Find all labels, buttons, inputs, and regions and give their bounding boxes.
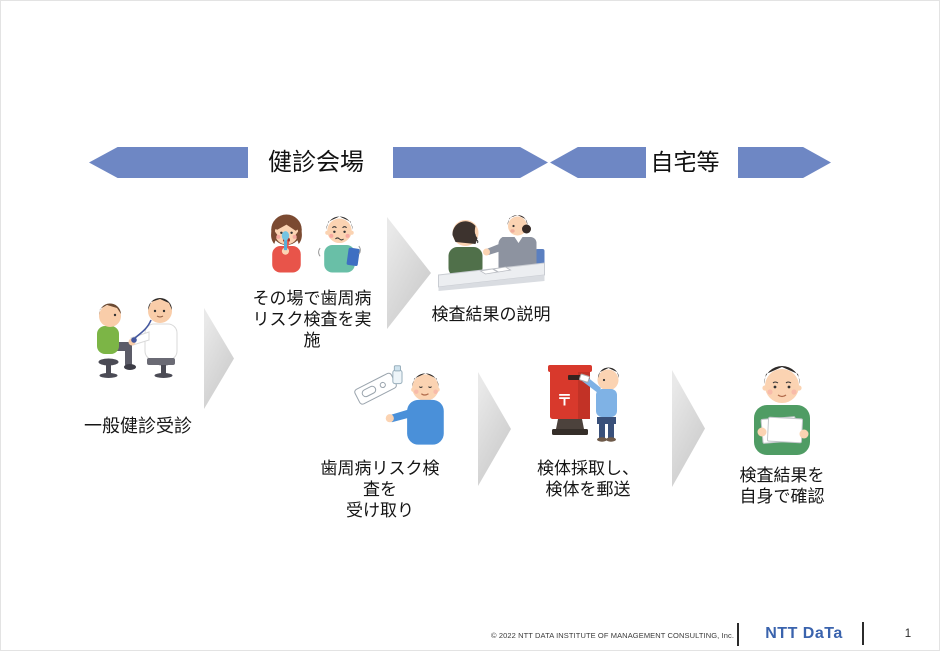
self-check-label: 検査結果を 自身で確認 [723, 465, 841, 507]
banner-arrow-mid-right [393, 147, 548, 178]
self-check-label-line1: 検査結果を [739, 466, 825, 485]
man-posting-sample-postbox-illustration: 〒 [544, 357, 636, 449]
onsite-test-label-line2: リスク検査を実施 [252, 310, 372, 350]
mail-sample-label-line2: 検体を郵送 [545, 480, 631, 499]
banner-venue-label: 健診会場 [268, 149, 364, 176]
staff-explaining-results-illustration [438, 211, 545, 291]
banner-home-label: 自宅等 [650, 149, 720, 175]
onsite-test-label: その場で歯周病 リスク検査を実施 [249, 288, 375, 351]
onsite-test-label-line1: その場で歯周病 [252, 289, 372, 308]
flow-arrow-icon [478, 372, 511, 486]
postal-mark-icon: 〒 [557, 392, 572, 409]
man-receiving-test-kit-illustration [345, 362, 457, 452]
banner-arrow-right-cap [738, 147, 831, 178]
banner-arrow-mid-left [550, 147, 646, 178]
page-number: 1 [904, 628, 912, 640]
receive-kit-label-line1: 歯周病リスク検査を [320, 459, 440, 499]
general-checkup-label: 一般健診受診 [84, 416, 192, 436]
doctor-examining-patient-illustration [89, 283, 189, 385]
flow-arrow-icon [387, 217, 431, 329]
man-reading-results-illustration [738, 355, 826, 463]
footer-divider [862, 622, 864, 645]
result-explanation-label: 検査結果の説明 [431, 305, 551, 324]
receive-kit-label-line2: 受け取り [346, 501, 414, 520]
receive-kit-label: 歯周病リスク検査を 受け取り [317, 458, 443, 521]
ntt-data-logo: NTT DaTa [765, 625, 843, 642]
mail-sample-label-line1: 検体採取し、 [537, 459, 639, 478]
footer-divider [737, 623, 739, 646]
flow-arrow-icon [672, 370, 705, 487]
banner-arrow-left-cap [89, 147, 248, 178]
copyright-text: © 2022 NTT DATA INSTITUTE OF MANAGEMENT … [491, 631, 734, 640]
self-check-label-line2: 自身で確認 [739, 487, 825, 506]
children-oral-swab-test-illustration [261, 205, 367, 281]
mail-sample-label: 検体採取し、 検体を郵送 [527, 458, 649, 500]
flow-arrow-icon [204, 308, 234, 409]
